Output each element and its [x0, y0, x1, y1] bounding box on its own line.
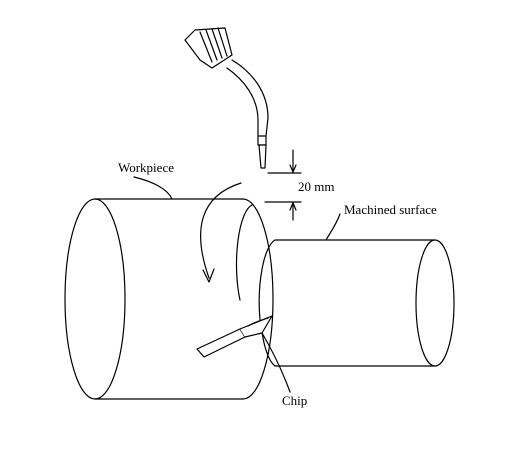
gap-dimension — [265, 150, 301, 220]
workpiece-step-shading — [236, 205, 252, 300]
gap-dimension-label: 20 mm — [298, 179, 335, 194]
nozzle — [185, 28, 268, 168]
machined-left-face-lower — [262, 332, 275, 366]
tool-tip — [240, 316, 272, 337]
rotation-arrowhead — [203, 269, 214, 282]
nozzle-connector — [185, 28, 232, 68]
workpiece-label: Workpiece — [118, 160, 174, 175]
dimension-top-arrowhead — [290, 165, 296, 172]
chip-label: Chip — [282, 393, 308, 408]
machined-end-face — [416, 240, 454, 366]
workpiece-right-face — [243, 199, 273, 399]
chip-curl — [248, 318, 268, 326]
machined-left-face — [259, 240, 275, 320]
workpiece-cylinder — [65, 199, 273, 399]
chip-leader — [262, 333, 290, 392]
pipe-inner — [227, 68, 258, 136]
pipe-collar — [258, 136, 266, 145]
tool-shank — [197, 329, 245, 357]
nozzle-tip — [259, 145, 266, 168]
pipe-outer — [232, 60, 268, 136]
rotation-arc — [201, 183, 241, 278]
machined-cylinder — [259, 240, 454, 366]
connector-grip-lines — [200, 28, 227, 62]
cutting-tool — [197, 316, 272, 357]
workpiece-left-face — [65, 199, 125, 399]
machined-surface-label: Machined surface — [344, 202, 437, 217]
machined-surface-leader — [326, 214, 340, 240]
rotation-arrow — [201, 183, 241, 282]
workpiece-leader — [134, 177, 172, 199]
dimension-bottom-arrowhead — [290, 203, 296, 210]
